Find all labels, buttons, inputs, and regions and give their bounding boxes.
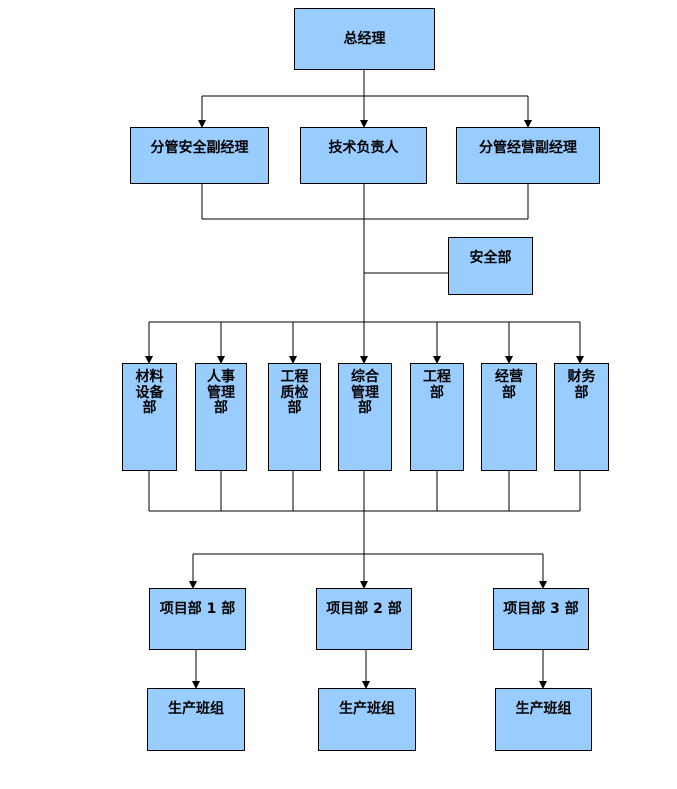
node-label: 项目部 1 部 [159, 601, 236, 617]
node-hr-dept: 人事管理部 [195, 363, 247, 471]
node-safety-dept: 安全部 [448, 237, 533, 295]
node-label: 技术负责人 [328, 140, 399, 156]
node-business-vice-manager: 分管经营副经理 [456, 127, 600, 184]
node-label: 材料设备部 [135, 369, 164, 417]
node-project-dept-3: 项目部 3 部 [493, 588, 589, 650]
node-label: 经营部 [494, 369, 523, 401]
node-label: 工程质检部 [280, 369, 309, 417]
node-general-manager: 总经理 [294, 8, 435, 70]
node-label: 项目部 2 部 [326, 601, 402, 617]
node-materials-equipment-dept: 材料设备部 [122, 363, 177, 471]
node-label: 分管安全副经理 [150, 140, 249, 156]
node-production-team-3: 生产班组 [495, 688, 592, 751]
node-project-dept-2: 项目部 2 部 [316, 588, 412, 650]
node-finance-dept: 财务部 [554, 363, 609, 471]
node-safety-vice-manager: 分管安全副经理 [130, 127, 269, 184]
node-label: 总经理 [343, 30, 386, 47]
node-business-dept: 经营部 [481, 363, 537, 471]
node-production-team-1: 生产班组 [147, 688, 245, 751]
node-production-team-2: 生产班组 [318, 688, 416, 751]
node-label: 生产班组 [168, 701, 224, 717]
node-label: 分管经营副经理 [479, 140, 577, 156]
node-label: 项目部 3 部 [503, 601, 579, 617]
node-label: 生产班组 [515, 701, 572, 717]
node-label: 工程部 [422, 369, 451, 401]
node-label: 安全部 [469, 250, 512, 266]
node-engineering-dept: 工程部 [410, 363, 464, 471]
node-technical-lead: 技术负责人 [300, 127, 427, 184]
node-label: 财务部 [567, 369, 596, 401]
node-project-dept-1: 项目部 1 部 [149, 588, 246, 650]
node-quality-inspection-dept: 工程质检部 [268, 363, 321, 471]
node-label: 综合管理部 [350, 369, 379, 417]
node-label: 生产班组 [339, 701, 395, 717]
node-label: 人事管理部 [206, 369, 235, 417]
node-general-admin-dept: 综合管理部 [338, 363, 392, 471]
